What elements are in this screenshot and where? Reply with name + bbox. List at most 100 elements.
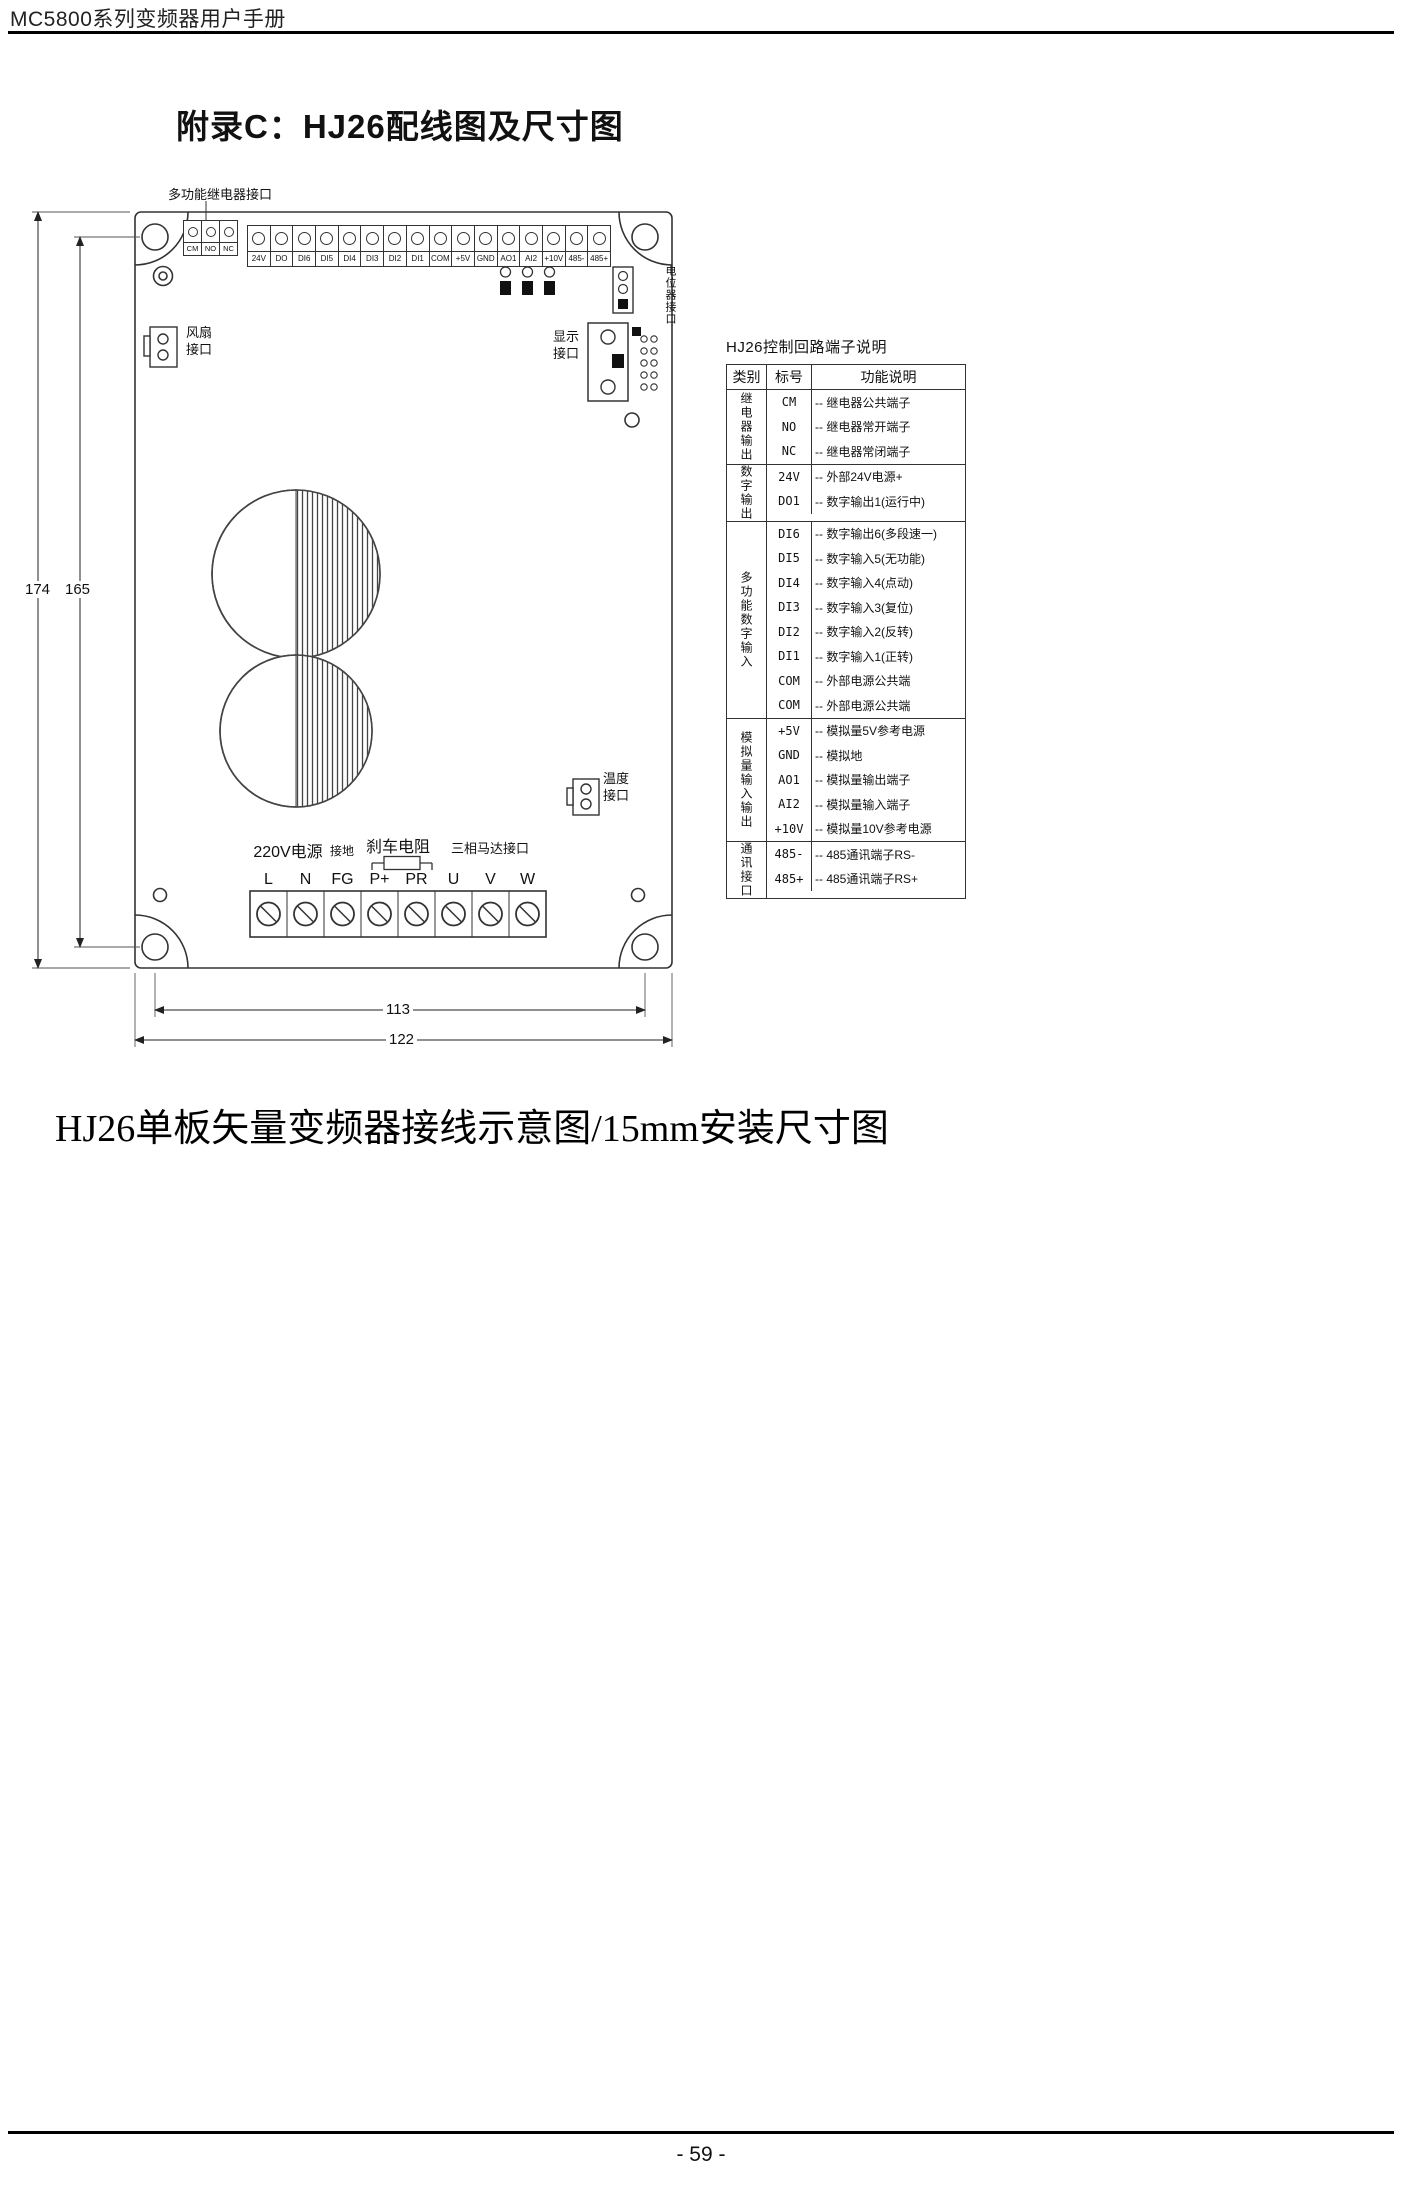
dimension-outer-height: 174 xyxy=(22,581,54,598)
potentiometer-interface-label: 电位器接口 xyxy=(664,265,676,325)
terminal-id: COM xyxy=(767,693,812,718)
terminal-description: -- 模拟量输出端子 xyxy=(815,773,911,788)
page-title: 附录C：HJ26配线图及尺寸图 xyxy=(176,108,624,145)
terminal-label: DI3 xyxy=(366,254,379,263)
table-row: COM-- 外部电源公共端 xyxy=(767,668,965,693)
terminal-label: DO xyxy=(275,254,288,263)
screw-terminal xyxy=(248,226,270,252)
fan-interface-label: 风扇接口 xyxy=(185,325,212,357)
relay-terminal-cm: CM xyxy=(184,221,202,255)
terminal-description: -- 外部电源公共端 xyxy=(815,674,911,689)
control-terminal-di1: DI1 xyxy=(406,226,430,266)
screw-icon xyxy=(297,232,311,245)
terminal-description: -- 继电器常开端子 xyxy=(815,420,911,435)
terminal-description: -- 数字输入3(复位) xyxy=(815,600,913,615)
terminal-description: -- 模拟量输入端子 xyxy=(815,797,911,812)
corner-arc-top-right xyxy=(618,211,673,266)
terminal-description: -- 继电器公共端子 xyxy=(815,395,911,410)
category-label: 通讯接口 xyxy=(727,842,767,898)
terminal-id: DI3 xyxy=(767,595,812,620)
screw-icon xyxy=(187,226,198,237)
screw-icon xyxy=(343,232,357,245)
control-terminal-ai2: AI2 xyxy=(520,226,543,266)
group-rows: 24V-- 外部24V电源+DO1-- 数字输出1(运行中) xyxy=(767,464,965,521)
mounting-hole xyxy=(631,933,659,961)
power-terminal-label-pp: P+ xyxy=(369,871,390,888)
screw-terminal xyxy=(542,226,565,252)
power-terminal-label-n: N xyxy=(299,871,312,888)
table-row: +5V-- 模拟量5V参考电源 xyxy=(767,718,965,743)
terminal-id: +10V xyxy=(767,816,812,841)
dimension-inner-height: 165 xyxy=(62,581,94,598)
small-hole xyxy=(152,887,168,903)
screw-icon xyxy=(479,232,493,245)
screw-terminal xyxy=(361,226,384,252)
terminal-id: DI2 xyxy=(767,619,812,644)
table-row: COM-- 外部电源公共端 xyxy=(767,693,965,718)
terminal-label: AO1 xyxy=(500,254,517,263)
table-row: NO-- 继电器常开端子 xyxy=(767,414,965,439)
terminal-label: 24V xyxy=(251,254,266,263)
board-diagram xyxy=(32,201,673,1047)
mounting-hole xyxy=(141,933,169,961)
control-terminal-com: COM xyxy=(429,226,453,266)
column-header-category: 类别 xyxy=(727,365,767,389)
screw-terminal xyxy=(588,226,610,252)
screw-icon xyxy=(320,232,334,245)
dimension-outer-width: 122 xyxy=(386,1031,418,1048)
table-row: DI4-- 数字输入4(点动) xyxy=(767,570,965,595)
terminal-id: AI2 xyxy=(767,792,812,817)
terminal-description: -- 485通讯端子RS- xyxy=(815,847,916,862)
dimension-inner-width: 113 xyxy=(383,1001,413,1018)
small-hole-inner xyxy=(158,271,168,281)
terminal-label: 485+ xyxy=(590,254,609,263)
display-connector xyxy=(587,322,658,402)
table-row: DI3-- 数字输入3(复位) xyxy=(767,595,965,620)
terminal-description: -- 数字输出1(运行中) xyxy=(815,494,925,509)
column-header-id: 标号 xyxy=(767,365,812,389)
table-title: HJ26控制回路端子说明 xyxy=(726,339,888,356)
small-hole xyxy=(624,412,640,428)
terminal-description: -- 外部24V电源+ xyxy=(815,470,903,485)
terminal-id: COM xyxy=(767,668,812,693)
screw-icon xyxy=(501,232,515,245)
control-terminal-ao1: AO1 xyxy=(497,226,521,266)
terminal-description: -- 模拟量5V参考电源 xyxy=(815,724,926,739)
control-terminal-485p: 485+ xyxy=(588,226,610,266)
screw-icon xyxy=(569,232,583,245)
temperature-connector xyxy=(566,778,600,816)
terminal-description: -- 数字输入1(正转) xyxy=(815,649,913,664)
terminal-description: -- 485通讯端子RS+ xyxy=(815,872,919,887)
power-terminal-label-pr: PR xyxy=(405,871,428,888)
screw-icon xyxy=(592,232,606,245)
screw-icon xyxy=(365,232,379,245)
control-terminal-do: DO xyxy=(270,226,294,266)
power-terminal-label-u: U xyxy=(447,871,460,888)
screw-terminal xyxy=(384,226,406,252)
capacitor-1 xyxy=(211,489,381,659)
screw-terminal xyxy=(338,226,361,252)
table-row: GND-- 模拟地 xyxy=(767,743,965,768)
terminal-id: AO1 xyxy=(767,767,812,792)
table-row: 485+-- 485通讯端子RS+ xyxy=(767,866,965,891)
screw-terminal xyxy=(452,226,474,252)
ground-label: 接地 xyxy=(329,844,354,858)
table-row: 485--- 485通讯端子RS- xyxy=(767,842,965,867)
screw-terminal xyxy=(429,226,452,252)
power-terminal-label-fg: FG xyxy=(331,871,354,888)
figure-caption: HJ26单板矢量变频器接线示意图/15mm安装尺寸图 xyxy=(55,1108,889,1150)
capacitor-2 xyxy=(219,654,373,808)
terminal-label: DI5 xyxy=(320,254,334,263)
table-row: 24V-- 外部24V电源+ xyxy=(767,464,965,489)
screw-terminal xyxy=(184,221,201,243)
terminal-label: NO xyxy=(204,244,217,253)
terminal-description: -- 模拟量10V参考电源 xyxy=(815,822,932,837)
